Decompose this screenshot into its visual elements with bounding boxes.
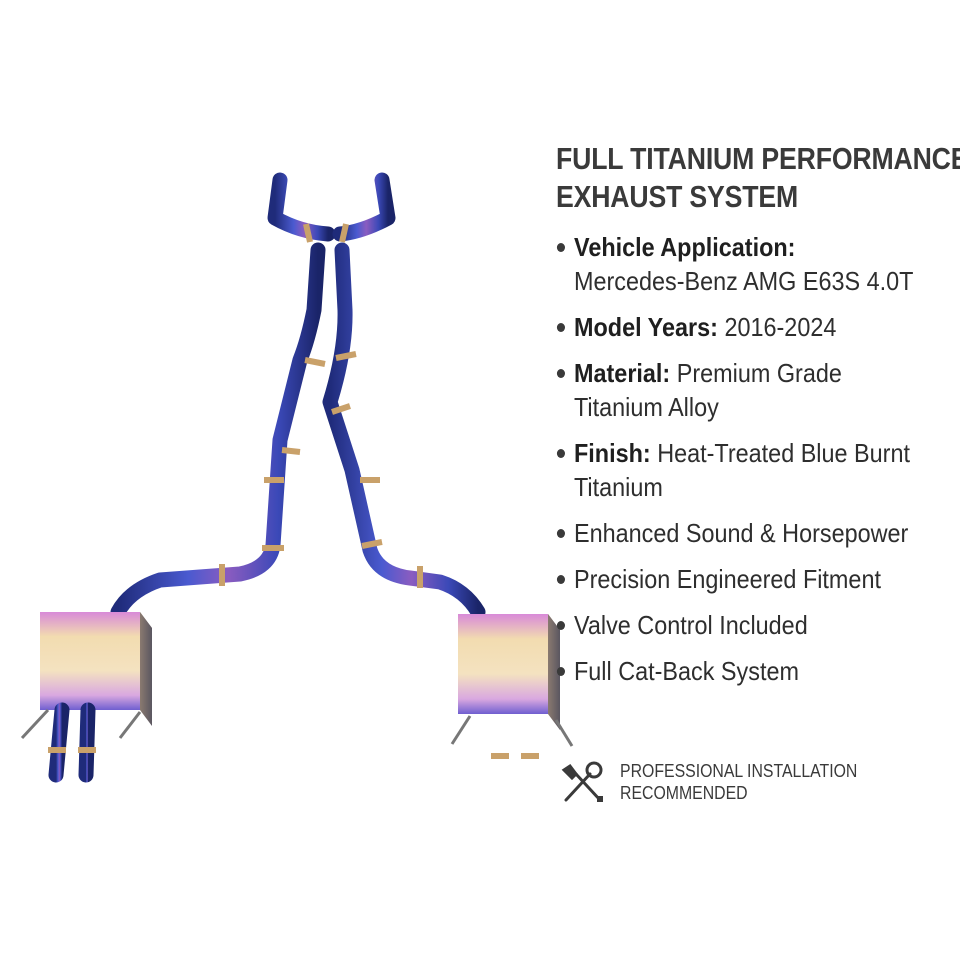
feature-vehicle-application: Vehicle Application: Mercedes-Benz AMG E… [556, 230, 914, 298]
feature-list: Vehicle Application: Mercedes-Benz AMG E… [556, 230, 951, 688]
feature-value: Mercedes-Benz AMG E63S 4.0T [574, 266, 914, 296]
product-title: FULL TITANIUM PERFORMANCE EXHAUST SYSTEM [556, 140, 960, 216]
feature-label: Model Years: [574, 312, 718, 342]
wrench-screwdriver-icon [560, 760, 606, 804]
feature-sound: Enhanced Sound & Horsepower [556, 516, 912, 550]
feature-cat-back: Full Cat-Back System [556, 654, 912, 688]
installation-note: PROFESSIONAL INSTALLATION RECOMMENDED [560, 758, 920, 808]
feature-value: Full Cat-Back System [574, 656, 799, 686]
feature-finish: Finish: Heat-Treated Blue Burnt Titanium [556, 436, 912, 504]
feature-value-cont: Titanium Alloy [574, 392, 719, 422]
feature-fitment: Precision Engineered Fitment [556, 562, 912, 596]
feature-value: 2016-2024 [724, 312, 837, 342]
note-text: PROFESSIONAL INSTALLATION RECOMMENDED [620, 760, 857, 804]
feature-value: Enhanced Sound & Horsepower [574, 518, 909, 548]
feature-value-cont: Titanium [574, 472, 663, 502]
title-line-2: EXHAUST SYSTEM [556, 179, 799, 214]
feature-value: Valve Control Included [574, 610, 808, 640]
feature-model-years: Model Years: 2016-2024 [556, 310, 912, 344]
exhaust-system-image [0, 150, 590, 810]
note-line-2: RECOMMENDED [620, 783, 748, 803]
feature-value: Heat-Treated Blue Burnt [657, 438, 910, 468]
feature-label: Vehicle Application: [574, 232, 796, 262]
feature-label: Material: [574, 358, 671, 388]
note-line-1: PROFESSIONAL INSTALLATION [620, 761, 858, 781]
feature-material: Material: Premium Grade Titanium Alloy [556, 356, 912, 424]
product-info: FULL TITANIUM PERFORMANCE EXHAUST SYSTEM… [556, 140, 960, 700]
feature-label: Finish: [574, 438, 651, 468]
title-line-1: FULL TITANIUM PERFORMANCE [556, 141, 960, 176]
feature-value: Precision Engineered Fitment [574, 564, 881, 594]
feature-value: Premium Grade [676, 358, 842, 388]
feature-valve-control: Valve Control Included [556, 608, 912, 642]
